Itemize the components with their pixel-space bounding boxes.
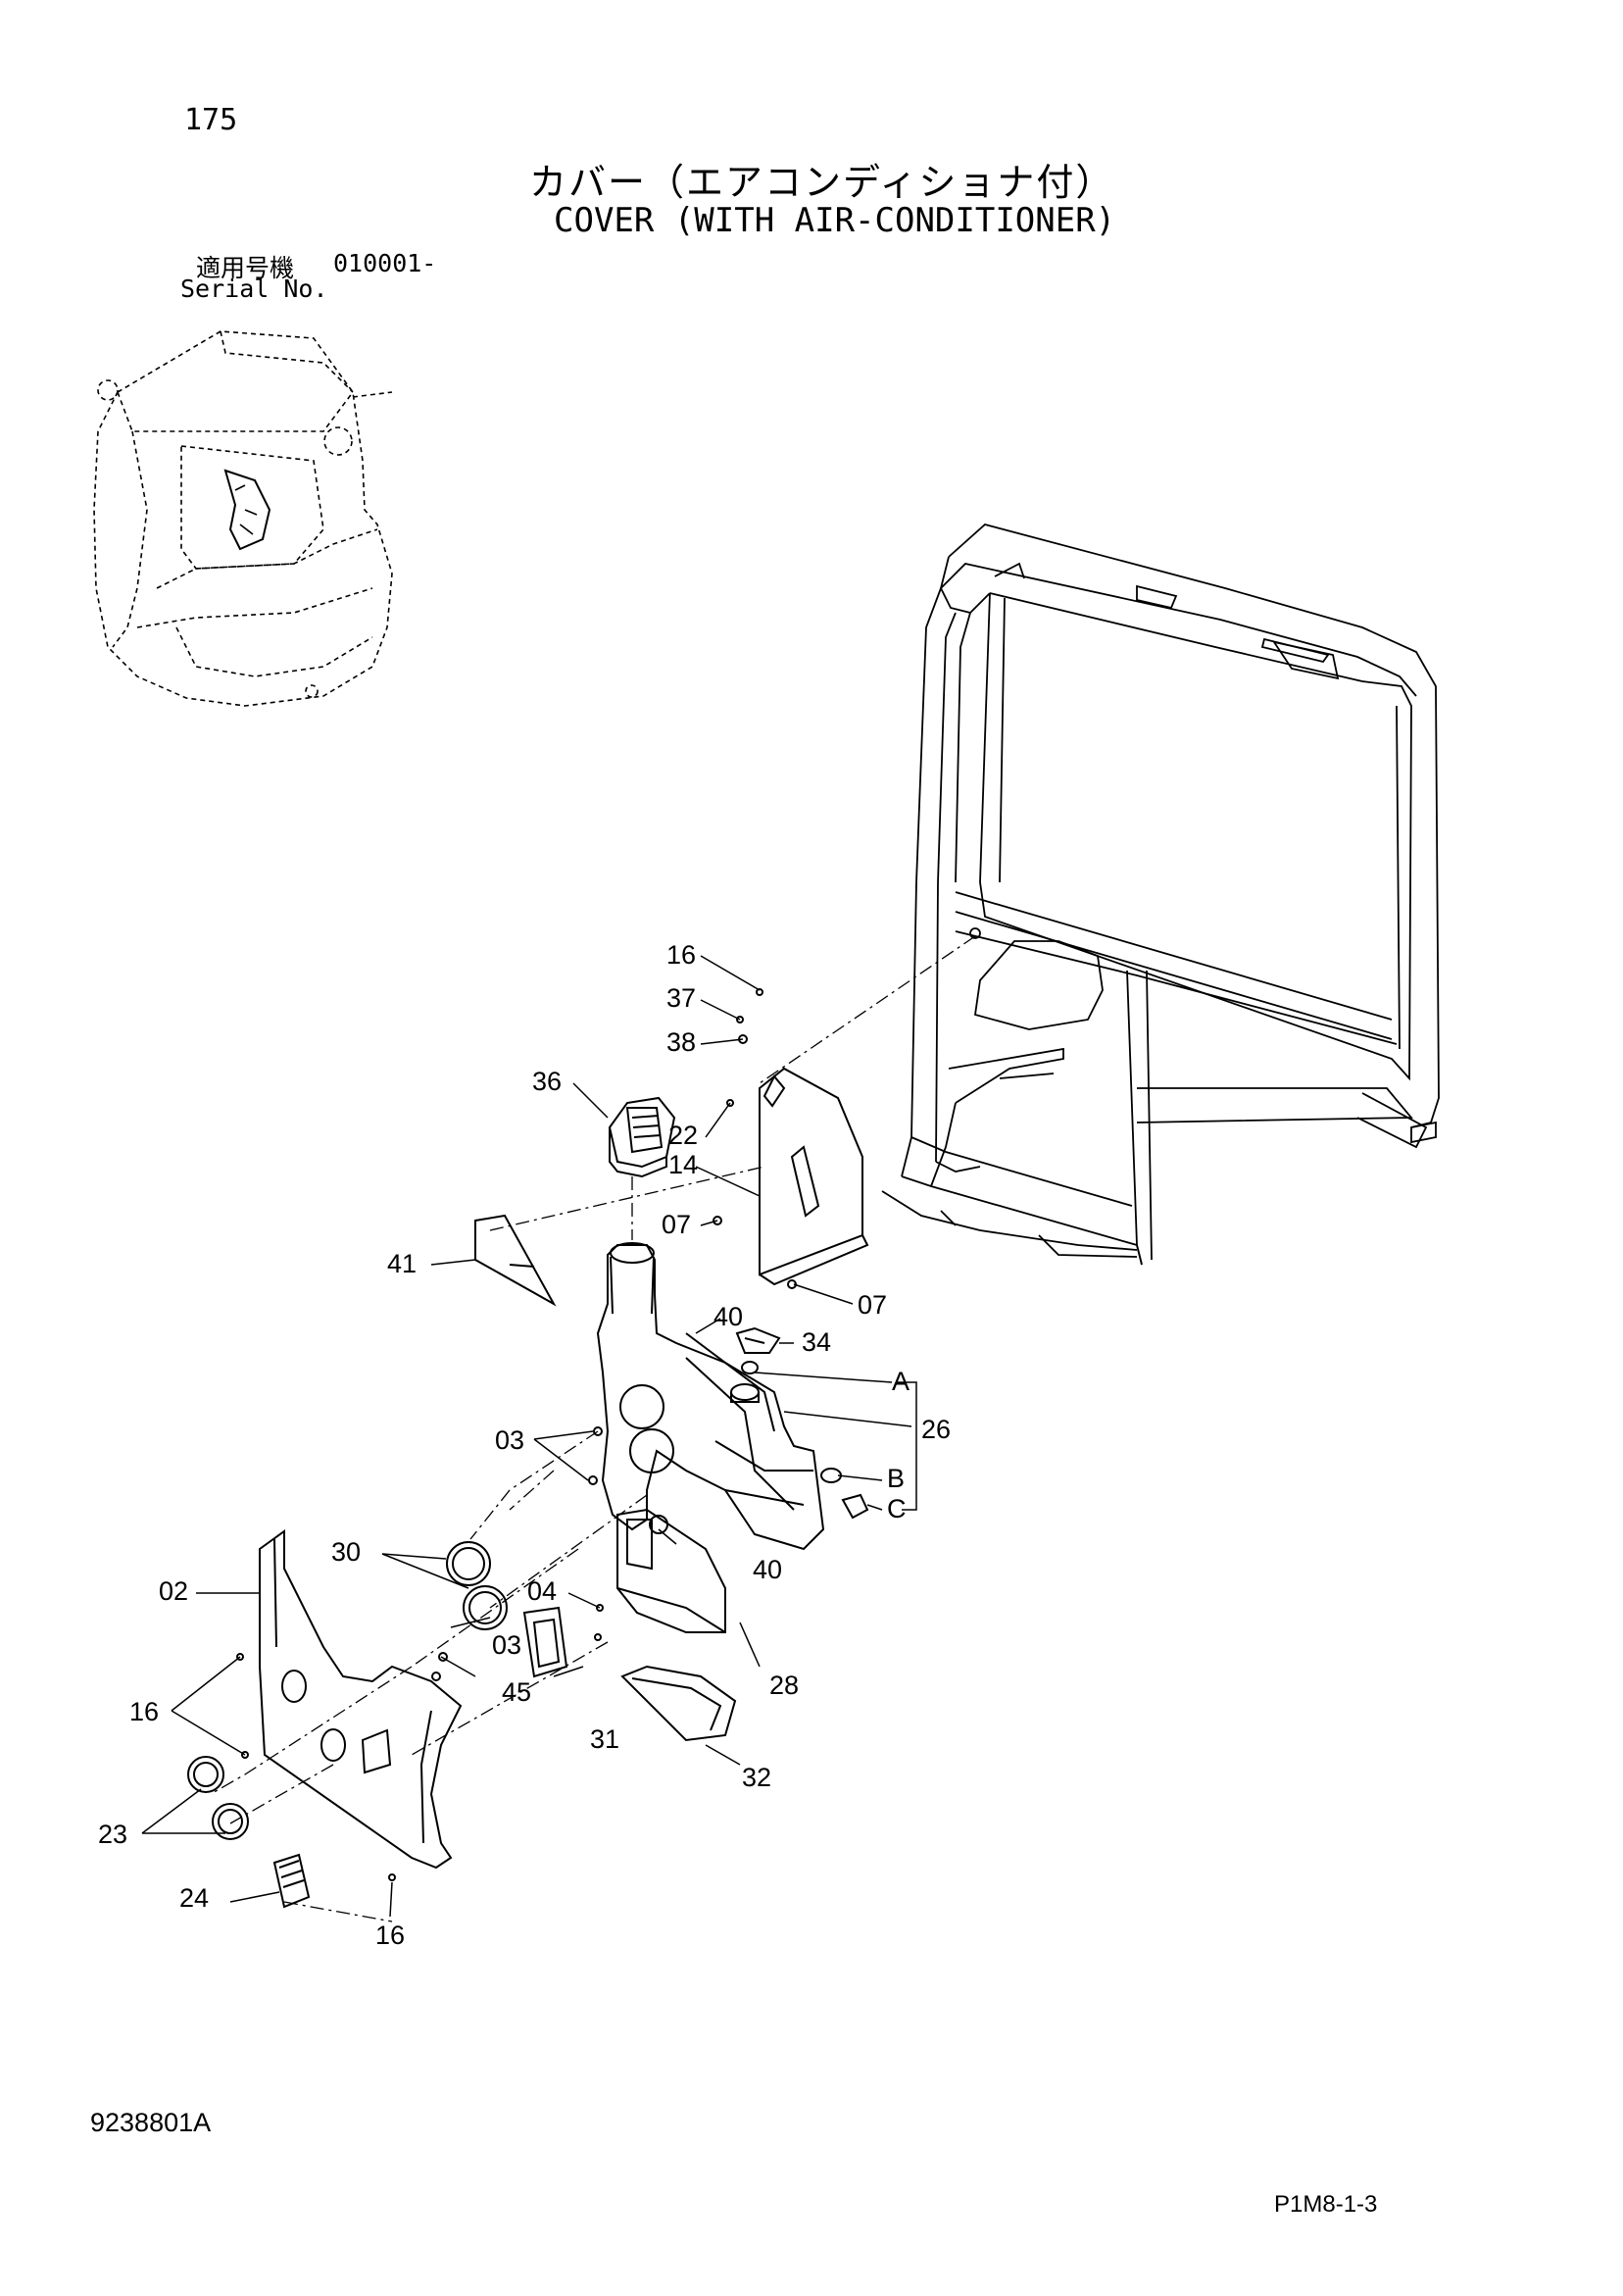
leader-lines <box>141 955 917 1918</box>
callout-34: 34 <box>802 1327 831 1357</box>
cab-overview-icon <box>93 330 393 707</box>
callout-26: 26 <box>921 1415 951 1444</box>
callout-37: 37 <box>666 983 696 1013</box>
callout-36: 36 <box>532 1067 562 1096</box>
callout-C: C <box>887 1494 907 1523</box>
callout-A: A <box>892 1367 910 1396</box>
callout-02: 02 <box>159 1576 188 1606</box>
callout-16-bottom: 16 <box>375 1921 405 1950</box>
callout-16-left: 16 <box>129 1697 159 1726</box>
callout-04: 04 <box>527 1576 557 1606</box>
title-japanese: カバー（エアコンディショナ付） <box>529 161 1115 204</box>
callout-22: 22 <box>668 1121 698 1150</box>
serial-label-english: Serial No. <box>180 275 328 303</box>
callout-32: 32 <box>742 1763 771 1792</box>
callout-07-a: 07 <box>662 1210 691 1239</box>
callout-45: 45 <box>502 1677 531 1707</box>
cab-frame-icon <box>881 524 1440 1266</box>
callout-40-b: 40 <box>753 1555 782 1584</box>
serial-value: 010001- <box>333 249 437 277</box>
serial-label-japanese: 適用号機 <box>196 254 295 282</box>
callout-24: 24 <box>179 1883 209 1913</box>
callout-16-top: 16 <box>666 940 696 970</box>
callout-40-a: 40 <box>713 1302 743 1331</box>
callout-23: 23 <box>98 1820 127 1849</box>
duct-assembly-icon <box>187 988 869 1909</box>
page-number: 175 <box>184 103 238 137</box>
callout-30: 30 <box>331 1537 361 1567</box>
title-english: COVER (WITH AIR-CONDITIONER) <box>554 201 1116 240</box>
callout-07-b: 07 <box>858 1290 887 1320</box>
callout-31: 31 <box>590 1724 619 1754</box>
callout-41: 41 <box>387 1249 417 1278</box>
callout-03-a: 03 <box>495 1425 524 1455</box>
callout-14: 14 <box>668 1150 698 1179</box>
drawing-number: 9238801A <box>90 2108 212 2137</box>
callout-labels: 16 37 38 36 22 14 07 07 41 40 34 A 26 03… <box>98 940 951 1950</box>
callout-03-b: 03 <box>492 1630 521 1660</box>
callout-B: B <box>887 1464 905 1493</box>
page-code: P1M8-1-3 <box>1274 2191 1378 2218</box>
reference-lines <box>210 935 976 1922</box>
callout-38: 38 <box>666 1027 696 1057</box>
callout-28: 28 <box>769 1671 799 1700</box>
